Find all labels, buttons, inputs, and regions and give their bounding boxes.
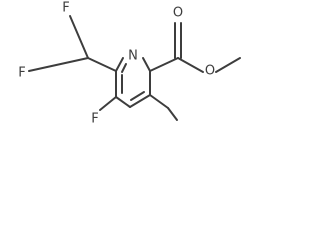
bond-chf2-f-top (69, 15, 89, 59)
bond-ether-o-methyl (215, 57, 241, 73)
ether-oxygen-label: O (205, 64, 215, 79)
chemical-structure-diagram: N O O F F F (18, 1, 241, 127)
bond-c4-c5 (115, 96, 131, 108)
bond-c3-methyl (149, 94, 169, 109)
bond-n-c6 (115, 57, 124, 72)
bond-c5-fluorine (99, 96, 117, 111)
fluorine-left-label: F (18, 66, 25, 81)
methyl-ester-group (149, 22, 241, 73)
bond-c6-chf2 (87, 57, 117, 72)
bond-chf2-f-left (28, 57, 89, 72)
bond-n-c6-inner (121, 63, 127, 73)
difluoromethyl-group (28, 15, 117, 72)
ring-fluorine-label: F (91, 112, 98, 127)
bond-carbonyl-ether-o (177, 57, 204, 73)
bond-c3-c4 (129, 94, 151, 108)
bond-n-c2 (142, 57, 151, 72)
bond-c2-carbonyl-carbon (149, 57, 179, 72)
ring-nitrogen-label: N (128, 49, 138, 64)
carbonyl-oxygen-label: O (173, 6, 183, 21)
bond-methyl-end (167, 107, 178, 121)
bond-c3-c4-inner (130, 91, 145, 101)
pyridine-ring (115, 57, 151, 108)
fluorine-top-label: F (62, 1, 69, 16)
